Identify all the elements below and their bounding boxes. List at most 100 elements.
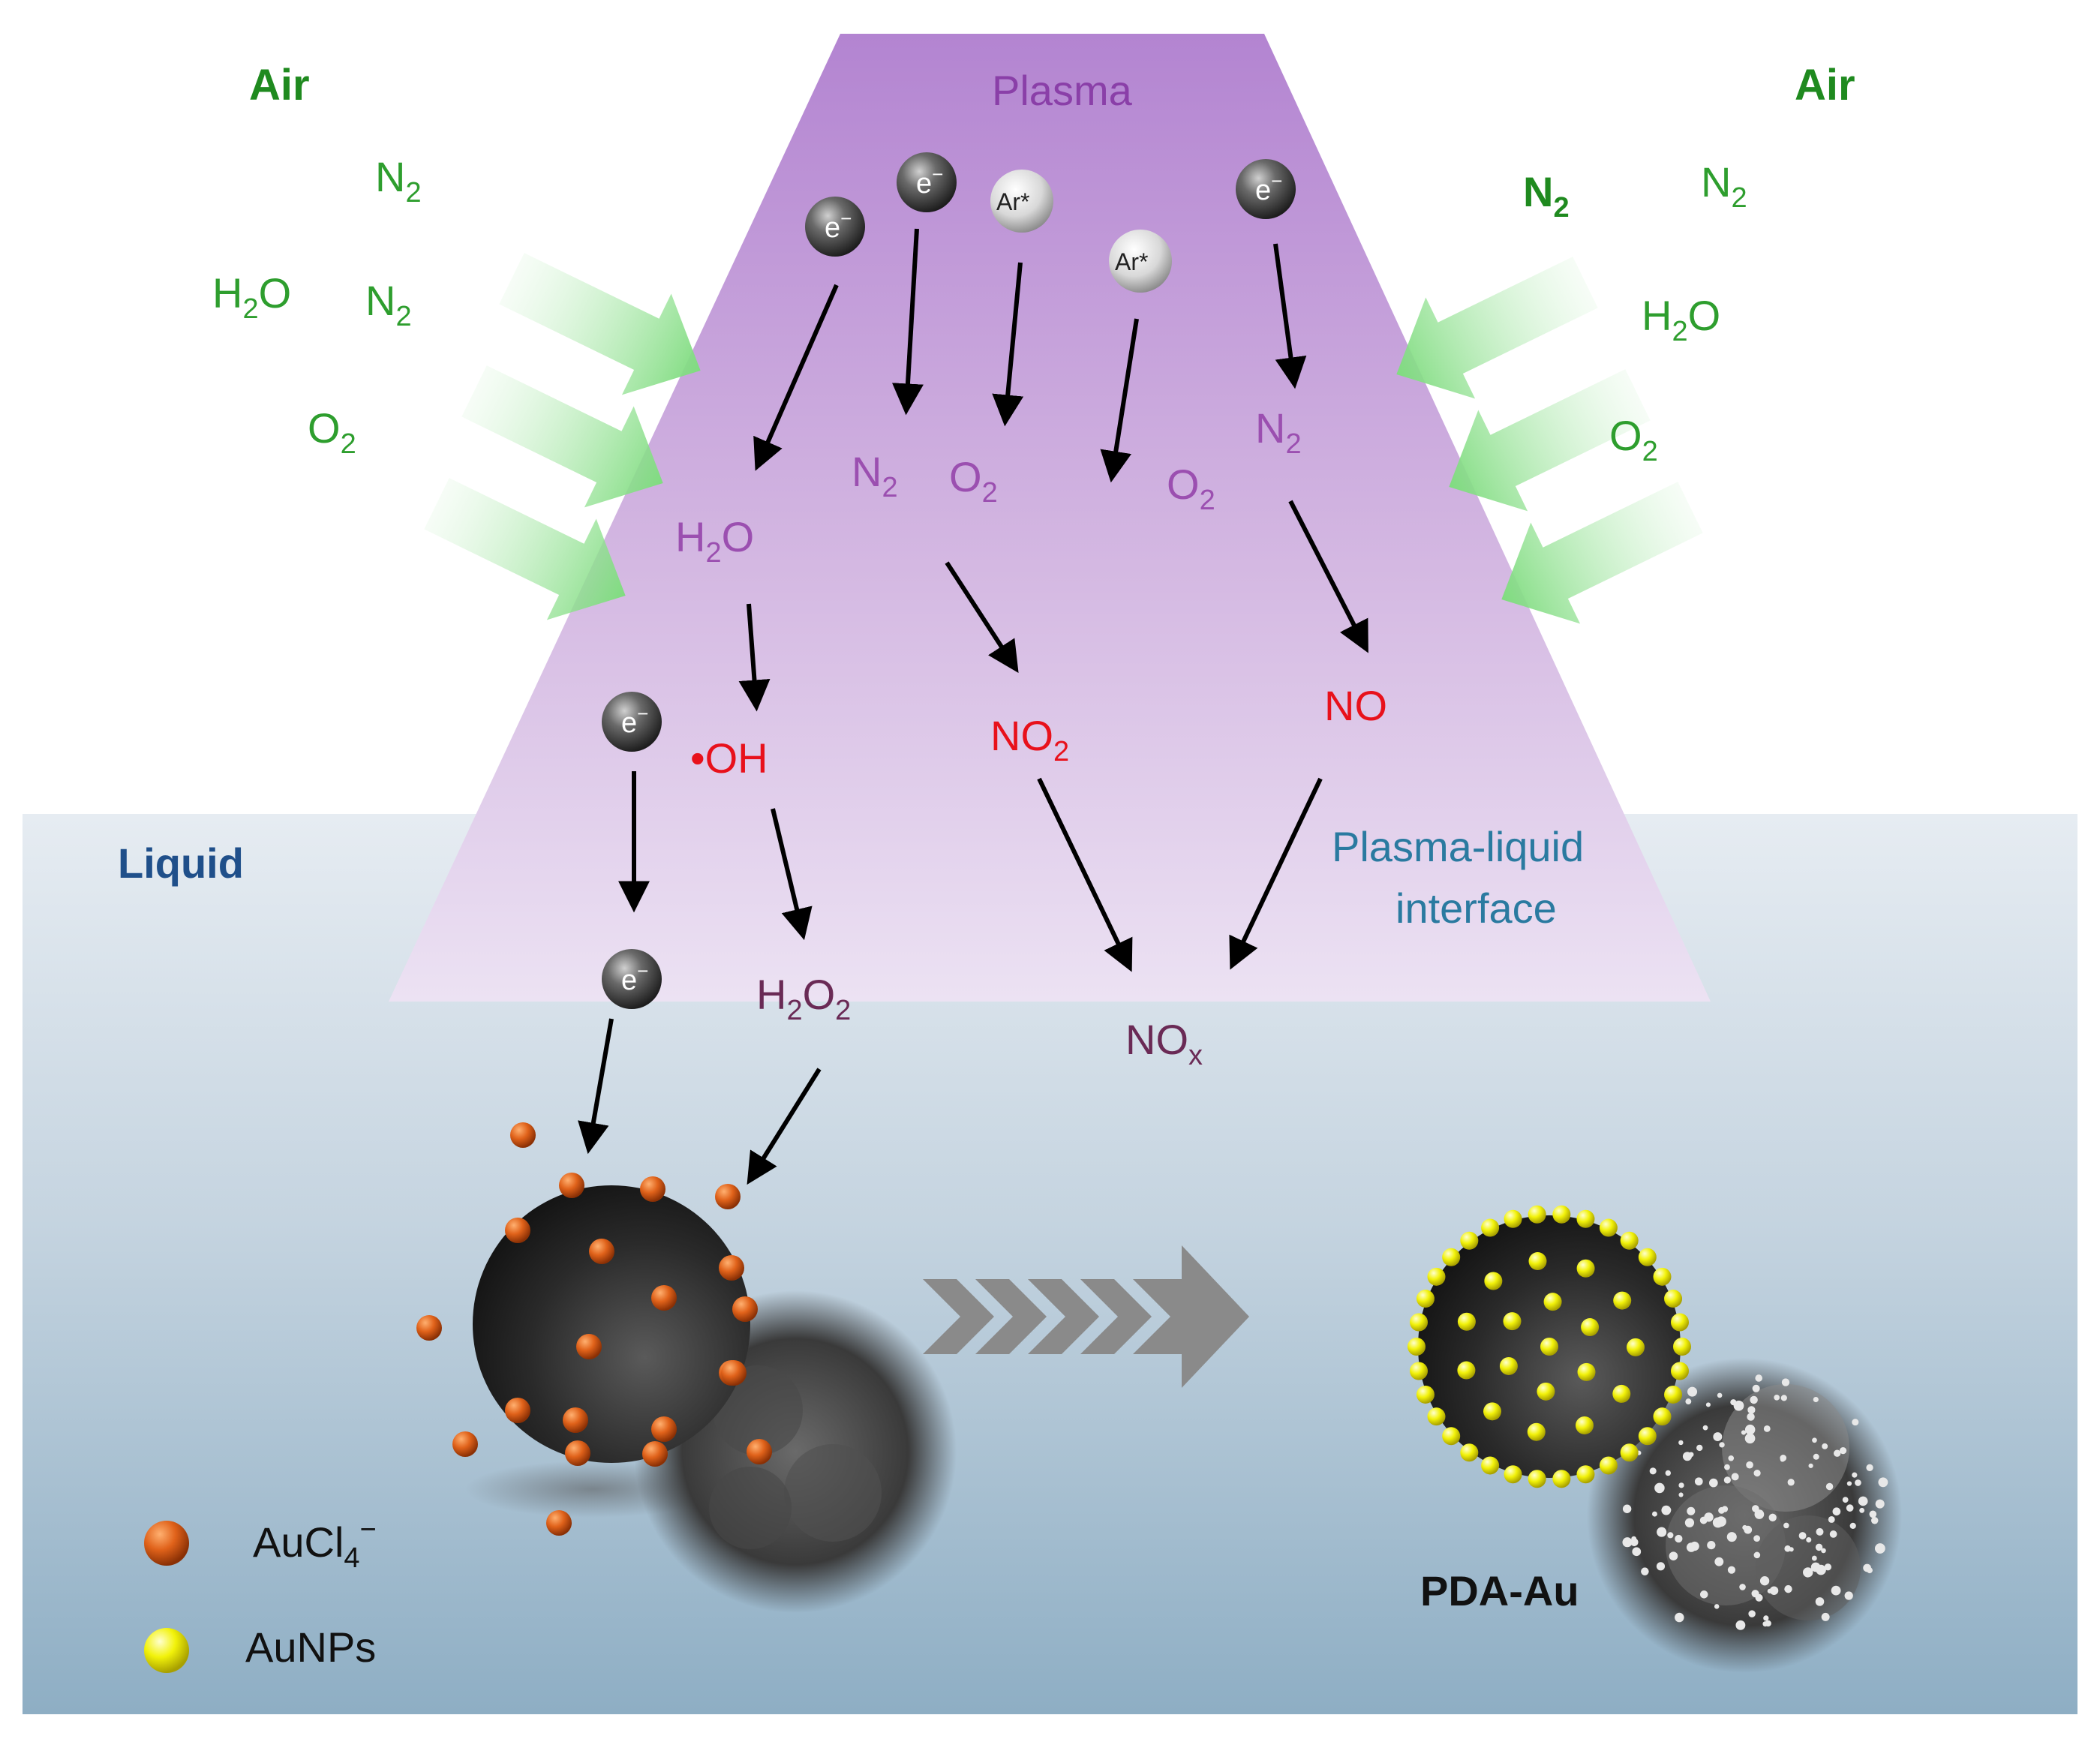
sem-speckle xyxy=(1812,1437,1817,1443)
air-right-o2: O2 xyxy=(1609,412,1658,467)
aunp-particle xyxy=(1504,1209,1522,1228)
arrow-e-to-h2o xyxy=(753,284,839,471)
sem-speckle xyxy=(1641,1567,1649,1575)
sem-speckle xyxy=(1675,1612,1684,1623)
sem-speckle xyxy=(1813,1396,1819,1403)
air-left-n2-top: N2 xyxy=(375,153,422,209)
sem-speckle xyxy=(1754,1509,1765,1519)
radical-no2: NO2 xyxy=(990,712,1069,767)
sem-speckle xyxy=(1741,1430,1747,1435)
aucl4-particle xyxy=(563,1407,588,1433)
sem-speckle xyxy=(1859,1507,1865,1513)
sem-speckle xyxy=(1724,1464,1730,1470)
sem-speckle xyxy=(1759,1576,1770,1586)
interface-label-line1: Plasma-liquid xyxy=(1332,823,1584,870)
sem-speckle xyxy=(1844,1591,1853,1600)
plasma-particles: e− e− Ar* Ar* e− e− e− xyxy=(602,152,1296,1009)
sem-speckle xyxy=(1774,1395,1780,1401)
radical-no: NO xyxy=(1324,682,1387,729)
aunp-particle xyxy=(1612,1384,1631,1403)
sem-speckle xyxy=(1662,1506,1670,1514)
sem-speckle xyxy=(1665,1470,1671,1476)
sem-speckle xyxy=(1735,1620,1746,1630)
aunp-particle xyxy=(1552,1205,1571,1224)
air-left-h2o: H2O xyxy=(212,269,291,325)
arrow-o2-to-no2 xyxy=(945,561,1019,674)
aunp-particle xyxy=(1527,1422,1546,1441)
sem-speckle xyxy=(1783,1522,1789,1529)
electron-2: e− xyxy=(897,152,957,212)
text-labels: Air Air Plasma Liquid Plasma-liquid inte… xyxy=(118,61,1855,1614)
aucl4-particle xyxy=(505,1218,530,1243)
plasma-region xyxy=(389,34,1711,1002)
sem-speckle xyxy=(1824,1563,1832,1571)
sem-speckle xyxy=(1769,1586,1779,1595)
aunp-particle xyxy=(1410,1362,1429,1380)
sem-speckle xyxy=(1875,1499,1885,1509)
svg-text:AuNPs: AuNPs xyxy=(245,1623,376,1671)
sem-speckle xyxy=(1765,1620,1771,1627)
aunp-particle xyxy=(1576,1259,1595,1278)
aucl4-particle xyxy=(452,1431,478,1457)
air-right-n2: N2 xyxy=(1701,158,1747,214)
legend-item-aunps: AuNPs xyxy=(144,1623,376,1673)
aunp-particle xyxy=(1670,1313,1689,1332)
arrow-ar-to-o2-a xyxy=(992,262,1024,427)
sem-speckle xyxy=(1833,1449,1841,1457)
sem-speckle xyxy=(1705,1402,1711,1407)
air-left-label: Air xyxy=(249,61,310,110)
aunp-particle xyxy=(1442,1248,1461,1266)
sem-speckle xyxy=(1739,1584,1746,1590)
sem-speckle xyxy=(1815,1597,1825,1606)
aucl4-particle xyxy=(651,1416,677,1442)
sem-speckle xyxy=(1719,1442,1725,1448)
air-right-n2-bold: N2 xyxy=(1523,168,1570,224)
sem-speckle xyxy=(1878,1477,1888,1488)
sem-speckle xyxy=(1753,1551,1761,1559)
sem-speckle xyxy=(1821,1548,1826,1554)
sem-speckle xyxy=(1651,1511,1657,1517)
sem-speckle xyxy=(1696,1444,1703,1452)
sem-speckle xyxy=(1688,1452,1694,1458)
aunp-particle xyxy=(1416,1385,1435,1404)
sem-speckle xyxy=(1687,1506,1696,1515)
aunp-particles xyxy=(1408,1205,1691,1488)
sem-speckle xyxy=(1852,1419,1859,1426)
sem-speckle xyxy=(1839,1447,1847,1455)
aucl4-particle xyxy=(719,1255,744,1281)
sem-speckle xyxy=(1751,1590,1759,1598)
sem-speckle xyxy=(1831,1585,1841,1596)
liquid-nox: NOx xyxy=(1125,1016,1203,1071)
svg-text:Ar*: Ar* xyxy=(996,188,1029,215)
plasma-o2-a: O2 xyxy=(949,453,998,509)
legend: AuCl4− AuNPs xyxy=(144,1514,377,1673)
process-arrow xyxy=(923,1245,1249,1388)
sem-speckles xyxy=(1622,1374,1888,1630)
sem-speckle xyxy=(1699,1516,1708,1524)
sem-speckle xyxy=(1755,1374,1763,1382)
sem-speckle xyxy=(1781,1378,1790,1386)
aunp-particle xyxy=(1528,1470,1546,1488)
sem-speckle xyxy=(1811,1555,1817,1561)
aunp-particle xyxy=(1638,1248,1657,1266)
air-inflow-arrows-left xyxy=(424,253,701,620)
sem-speckle xyxy=(1763,1425,1771,1432)
sem-speckle xyxy=(1763,1615,1769,1621)
sem-speckle xyxy=(1874,1543,1885,1554)
svg-text:AuCl4−: AuCl4− xyxy=(253,1514,377,1574)
aunp-particle xyxy=(1416,1290,1435,1308)
plasma-n2-b: N2 xyxy=(1255,404,1302,460)
aunp-particle xyxy=(1427,1267,1446,1286)
sem-speckle xyxy=(1687,1386,1698,1397)
sem-speckle xyxy=(1747,1413,1755,1421)
sem-speckle xyxy=(1808,1463,1813,1468)
sem-speckle xyxy=(1748,1610,1756,1617)
sem-speckle xyxy=(1846,1481,1852,1486)
plasma-h2o: H2O xyxy=(675,513,754,569)
sem-speckle xyxy=(1746,1461,1753,1469)
arrow-e-to-n2 xyxy=(891,228,924,416)
sem-speckle xyxy=(1654,1482,1665,1494)
sem-speckle xyxy=(1713,1432,1723,1442)
aunp-particle xyxy=(1483,1402,1502,1421)
